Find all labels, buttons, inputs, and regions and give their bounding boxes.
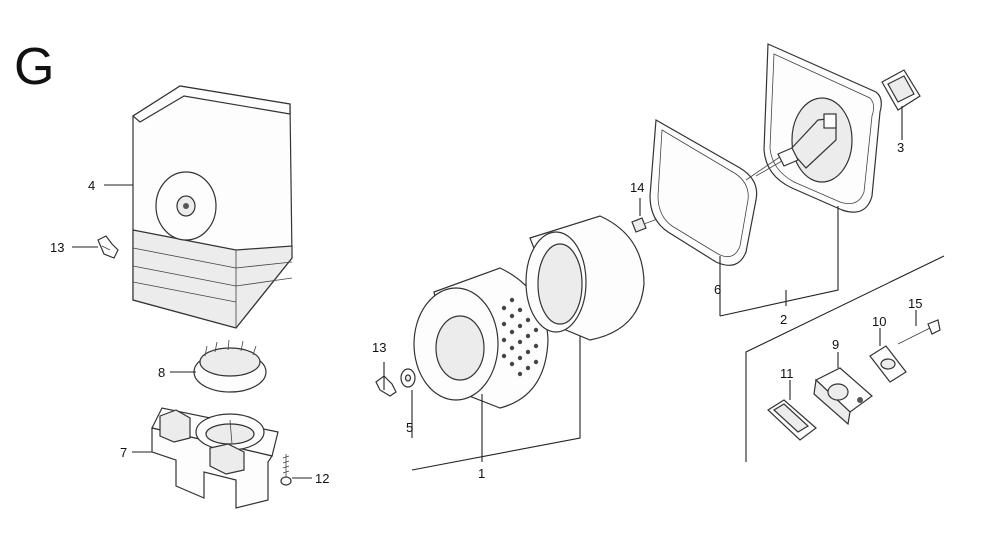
callout-8: 8 — [158, 365, 165, 380]
gasket-10 — [869, 345, 907, 383]
wing-nut-13-left — [97, 235, 119, 259]
callout-labels: 4 13 8 7 12 13 5 1 14 6 2 3 11 9 10 15 — [50, 140, 922, 486]
callout-2: 2 — [780, 312, 787, 327]
foam-outer-element — [525, 215, 645, 341]
air-cleaner-element — [413, 267, 549, 409]
gasket-6 — [649, 119, 758, 266]
callout-11: 11 — [780, 366, 794, 381]
inset-boundary — [745, 255, 945, 462]
callout-1: 1 — [478, 466, 485, 481]
callout-4: 4 — [88, 178, 95, 193]
callout-15: 15 — [908, 296, 922, 311]
bolt-14 — [631, 217, 661, 233]
callout-13-middle: 13 — [372, 340, 386, 355]
section-letter: G — [14, 38, 54, 96]
gasket-3 — [881, 69, 921, 111]
callout-10: 10 — [872, 314, 886, 329]
callout-14: 14 — [630, 180, 644, 195]
callout-6: 6 — [714, 282, 721, 297]
gasket-ring — [193, 339, 267, 393]
callout-5: 5 — [406, 420, 413, 435]
air-cleaner-elbow — [745, 43, 882, 213]
callout-13-left: 13 — [50, 240, 64, 255]
leader-lines — [72, 106, 917, 479]
bolt-12 — [280, 454, 292, 486]
callout-3: 3 — [897, 140, 904, 155]
bolt-15 — [897, 319, 941, 345]
washer-5 — [400, 368, 416, 388]
callout-9: 9 — [832, 337, 839, 352]
air-cleaner-cover — [131, 85, 293, 329]
gasket-11 — [767, 399, 817, 441]
callout-7: 7 — [120, 445, 127, 460]
wing-nut-13-middle — [375, 375, 397, 397]
callout-12: 12 — [315, 471, 329, 486]
insulator-9 — [813, 367, 873, 426]
air-cleaner-case — [151, 407, 279, 509]
